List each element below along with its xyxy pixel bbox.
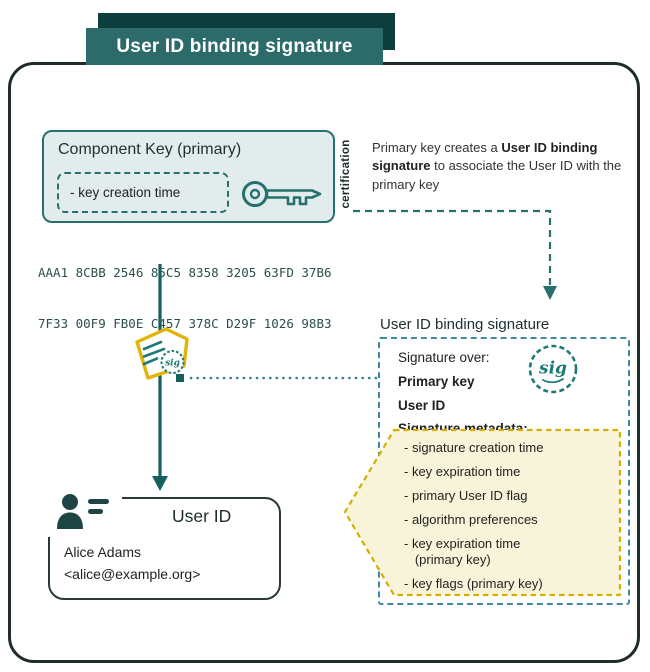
binding-box-title: User ID binding signature xyxy=(380,316,550,333)
user-id-icon-wrap xyxy=(44,487,122,537)
annotation-post: to associate the User ID with the primar… xyxy=(372,158,622,192)
metadata-item: - key flags (primary key) xyxy=(404,576,543,591)
signature-over-label: Signature over: xyxy=(398,350,490,365)
metadata-item: - algorithm preferences xyxy=(404,512,538,527)
signed-item-primary-key: Primary key xyxy=(398,374,475,389)
metadata-item: - primary User ID flag xyxy=(404,488,528,503)
svg-text:sig: sig xyxy=(538,359,567,379)
id-card-person-icon xyxy=(57,494,109,529)
svg-text:sig: sig xyxy=(165,359,180,369)
fingerprint-line-1: AAA1 8CBB 2546 85C5 8358 3205 63FD 37B6 xyxy=(38,265,332,280)
user-id-card xyxy=(48,497,281,600)
metadata-item: - key expiration time (primary key) xyxy=(404,536,521,567)
certification-label: certification xyxy=(340,139,352,209)
user-name: Alice Adams xyxy=(64,544,142,560)
annotation-bold: User ID binding signature xyxy=(372,140,598,174)
metadata-banner-shape xyxy=(343,428,622,597)
component-key-box: Component Key (primary) - key creation t… xyxy=(42,130,335,223)
page-title: User ID binding signature xyxy=(116,35,353,57)
user-email: <alice@example.org> xyxy=(64,566,201,582)
signature-badge-icon: sig xyxy=(135,327,189,380)
metadata-item: - key expiration time xyxy=(404,464,521,479)
sig-stamp-icon: sig xyxy=(528,344,578,394)
metadata-list: - signature creation time - key expiratio… xyxy=(404,440,543,600)
key-icon xyxy=(242,181,322,207)
component-key-title: Component Key (primary) xyxy=(58,141,242,158)
signed-item-user-id: User ID xyxy=(398,398,446,413)
annotation-pre: Primary key creates a xyxy=(372,140,502,155)
title-banner: User ID binding signature xyxy=(86,28,383,65)
annotation-text: Primary key creates a User ID binding si… xyxy=(372,139,630,194)
key-fingerprint: AAA1 8CBB 2546 85C5 8358 3205 63FD 37B6 … xyxy=(38,230,332,366)
user-id-card-title: User ID xyxy=(172,506,232,526)
metadata-item: - signature creation time xyxy=(404,440,544,455)
key-creation-time-field: - key creation time xyxy=(57,172,229,213)
